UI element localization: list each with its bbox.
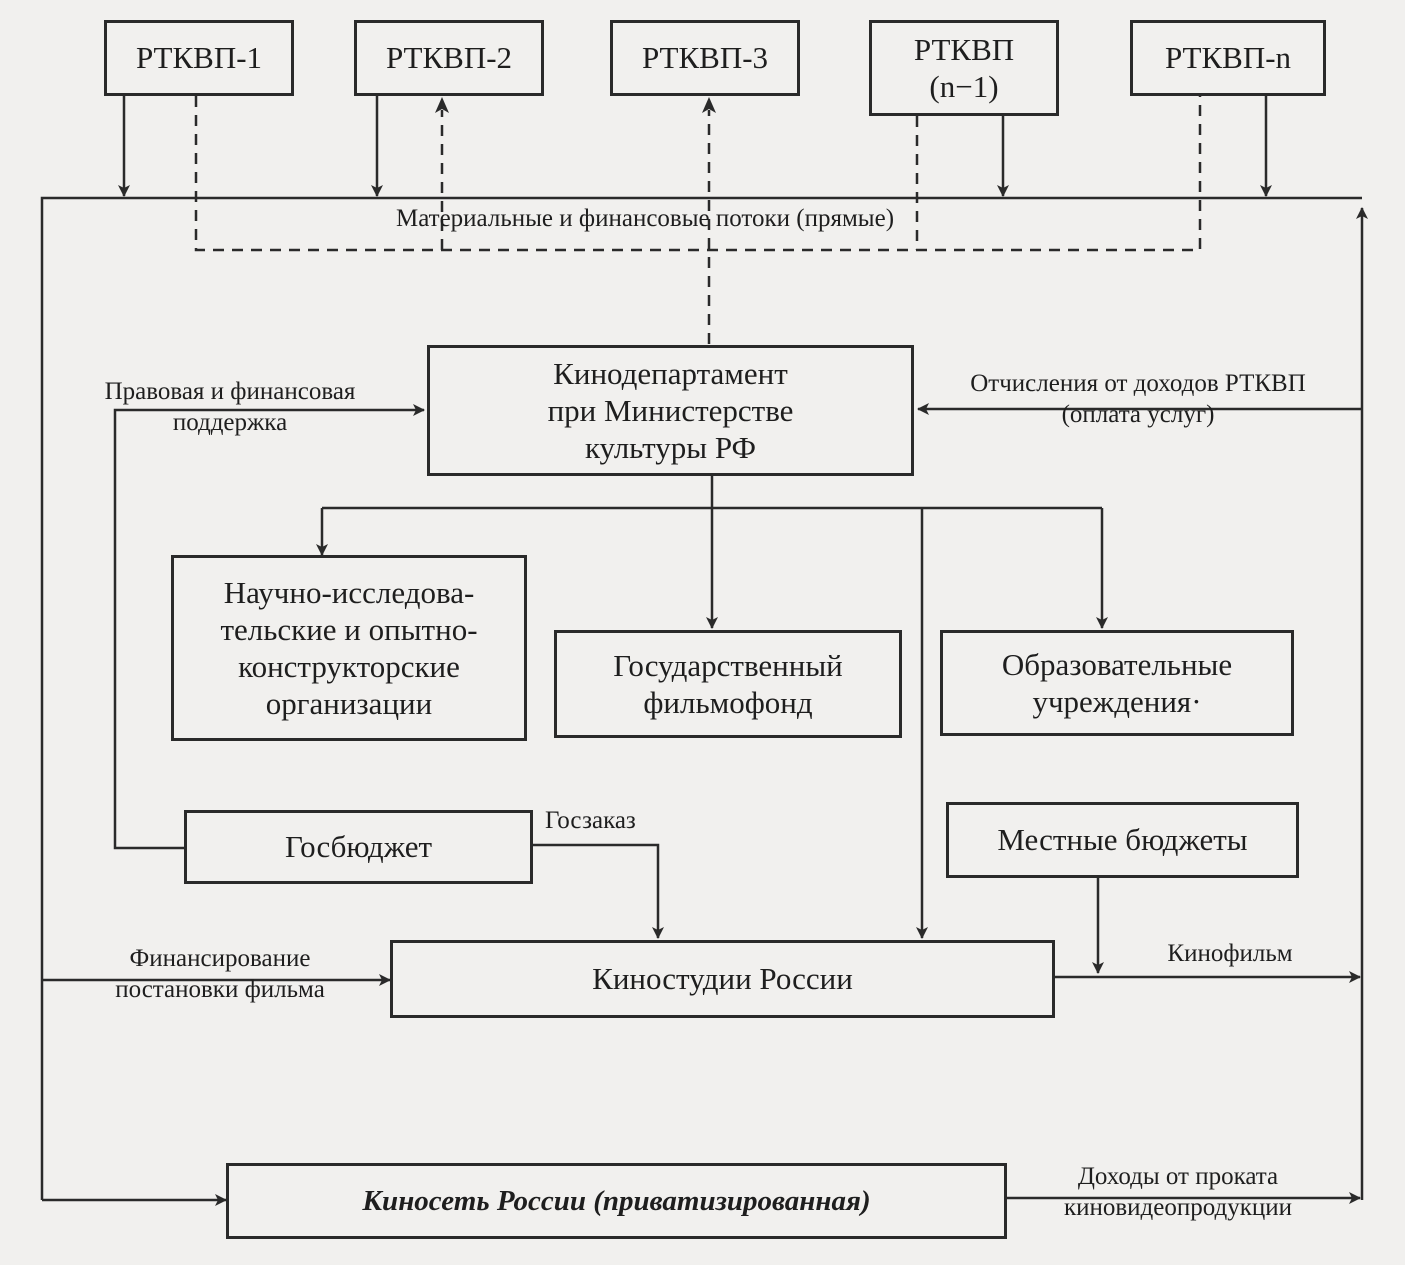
research-organizations-box: Научно-исследова- тельские и опытно- кон…	[171, 555, 527, 741]
rtkvp-n-minus-1-box: РТКВП (n−1)	[869, 20, 1059, 116]
film-label: Кинофильм	[1167, 940, 1293, 967]
kinodepartment-box: Кинодепартамент при Министерстве культур…	[427, 345, 914, 476]
state-budget-box: Госбюджет	[184, 810, 533, 884]
rtkvp-1-box: РТКВП-1	[104, 20, 294, 96]
rtkvp-n-box: РТКВП-n	[1130, 20, 1326, 96]
dashed-reverse-flow	[194, 96, 1202, 252]
film-studios-box: Киностудии России	[390, 940, 1055, 1018]
arrow-legal-support	[113, 404, 425, 850]
state-filmofond-box: Государственный фильмофонд	[554, 630, 902, 738]
main-frame-line	[40, 196, 1362, 1200]
dashed-arrowhead-rtkvp2	[435, 97, 449, 113]
deductions-label: Отчисления от доходов РТКВП (оплата услу…	[970, 370, 1306, 429]
flows-label: Материальные и финансовые потоки (прямые…	[395, 205, 895, 232]
arrow-goszakaz	[532, 843, 664, 939]
kinoset-box: Киносеть России (приватизированная)	[226, 1163, 1007, 1239]
rtkvp-2-box: РТКВП-2	[354, 20, 544, 96]
rtkvp-3-box: РТКВП-3	[610, 20, 800, 96]
legal-support-label: Правовая и финансовая поддержка	[104, 378, 356, 437]
local-budgets-box: Местные бюджеты	[946, 802, 1299, 878]
educational-institutions-box: Образовательные учреждения·	[940, 630, 1294, 736]
film-financing-label: Финансирование постановки фильма	[115, 945, 325, 1004]
dashed-arrowhead-rtkvp3	[702, 97, 716, 113]
rental-income-label: Доходы от проката киновидеопродукции	[1063, 1163, 1293, 1222]
goszakaz-label: Госзаказ	[545, 807, 636, 834]
